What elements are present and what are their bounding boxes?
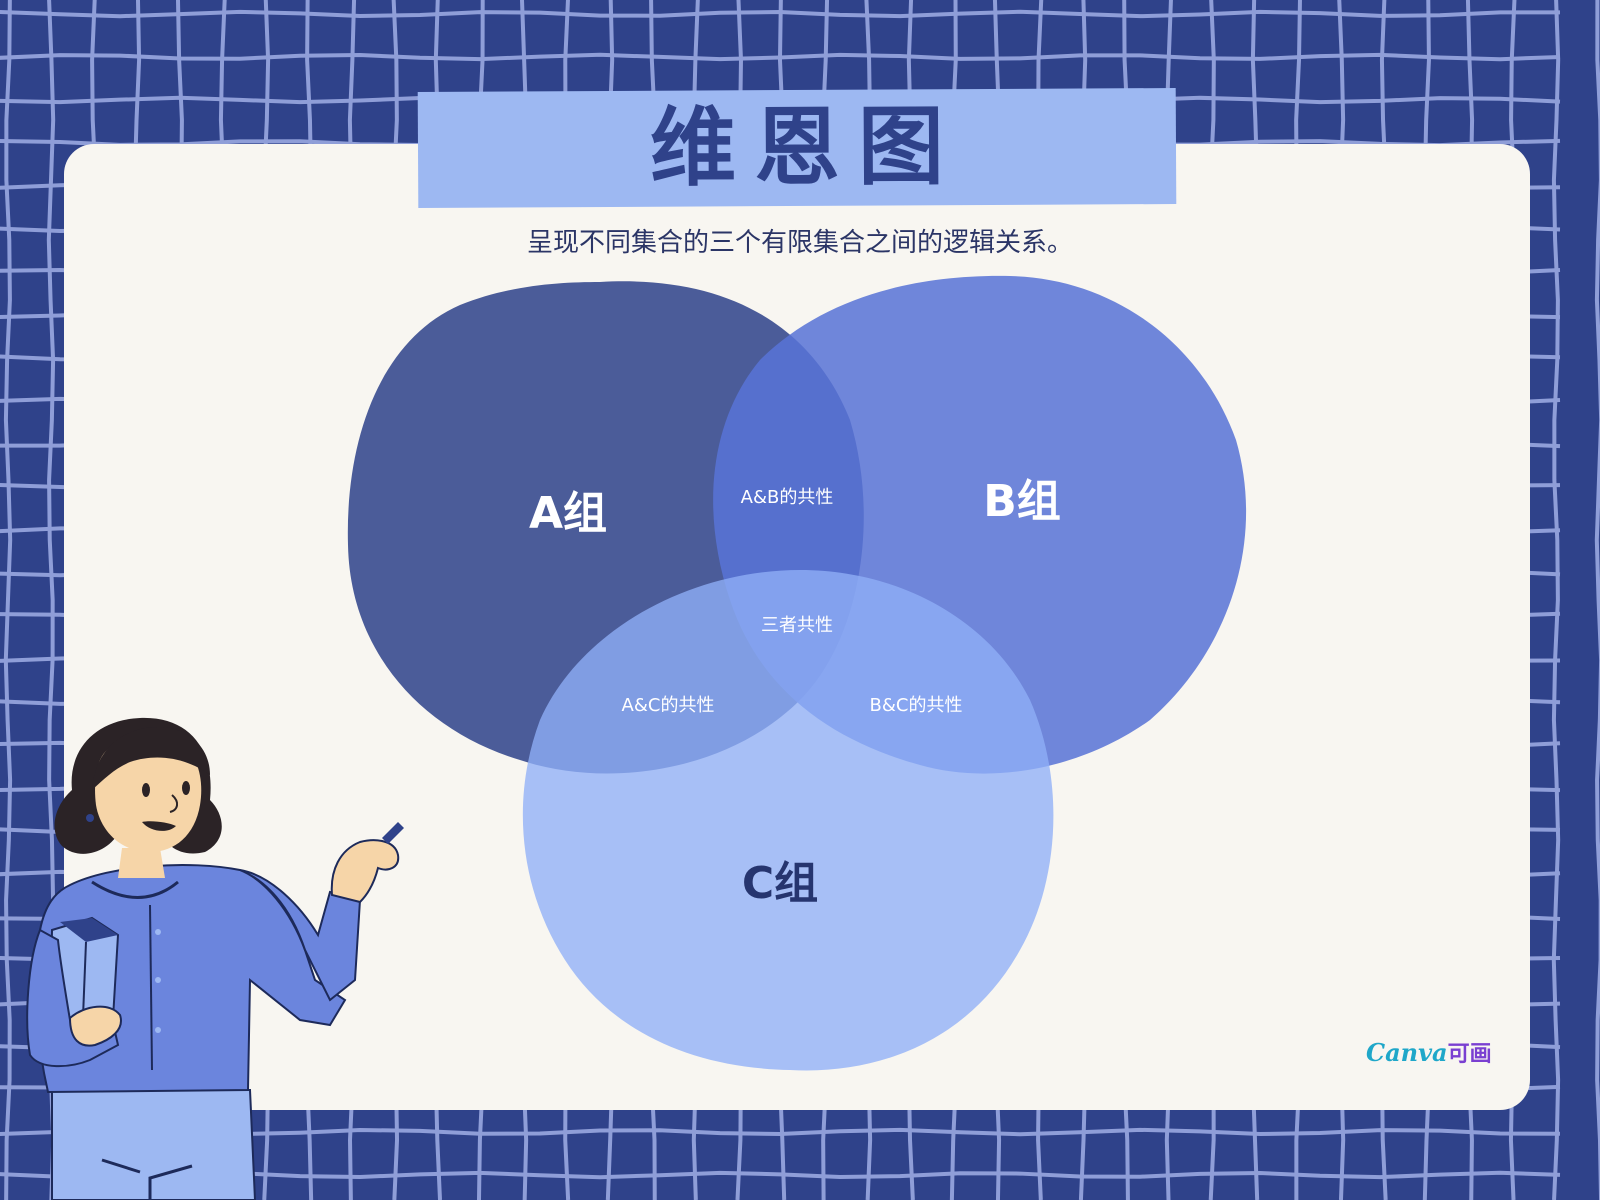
grid-line [0,52,1561,62]
grid-line [0,1127,1561,1137]
logo-brand: Canva [1366,1038,1448,1067]
grid-line [0,1170,1561,1180]
logo-cn: 可画 [1447,1042,1492,1067]
grid-line [0,9,1561,19]
canva-logo: Canva可画 [1366,1036,1492,1068]
set-b-label: B组 [983,476,1061,527]
set-a-label: A组 [529,488,607,539]
ab-overlap-label: A&B的共性 [741,487,834,508]
set-c-circle [522,570,1054,1071]
set-c-label: C组 [742,858,818,909]
page-subtitle: 呈现不同集合的三个有限集合之间的逻辑关系。 [526,228,1073,258]
abc-overlap-label: 三者共性 [761,615,833,636]
grid-line [3,0,13,1200]
ac-overlap-label: A&C的共性 [622,695,715,716]
bc-overlap-label: B&C的共性 [870,695,963,716]
grid-line [1551,0,1561,1200]
